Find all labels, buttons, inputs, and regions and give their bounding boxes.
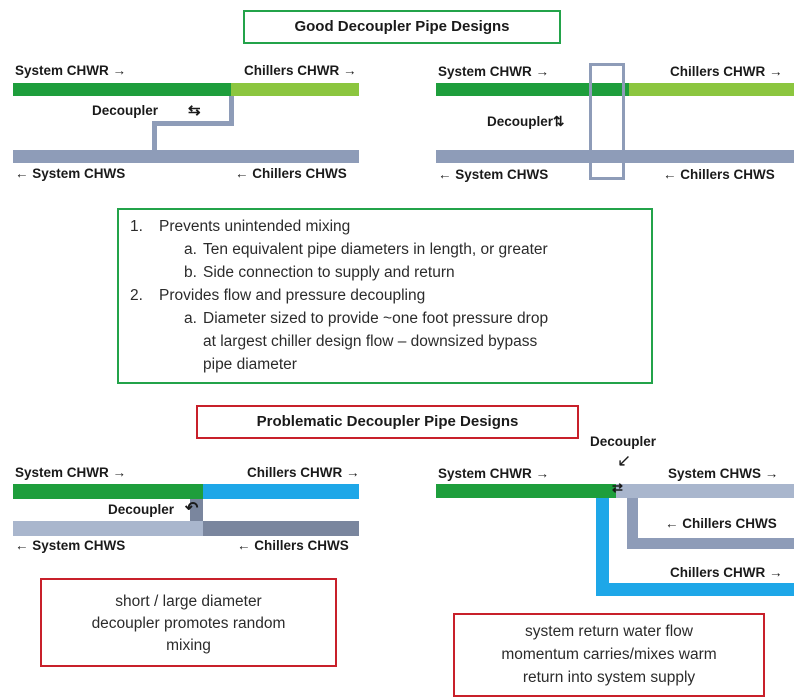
note-2a-line-1: Diameter sized to provide ~one foot pres…: [203, 310, 549, 327]
decoupler-label: Decoupler: [108, 502, 175, 517]
note-2a-line-3: pipe diameter: [203, 356, 297, 373]
bad-right-note-box: system return water flow momentum carrie…: [453, 613, 765, 697]
decoupler-label: Decoupler: [590, 434, 657, 449]
system-supply-pipe: [616, 484, 794, 498]
chiller-return-horizontal: [596, 583, 794, 596]
decoupler-pipe: [190, 499, 203, 521]
chiller-supply-vertical: [627, 498, 638, 549]
decoupler-pipe-horizontal: [152, 121, 234, 126]
chillers-chwr-label: Chillers CHWR →: [244, 63, 357, 78]
note-line-1: short / large diameter: [115, 593, 262, 610]
decoupler-loop: [589, 63, 625, 180]
chillers-chwr-label: Chillers CHWR →: [670, 565, 783, 580]
note-2-number: 2.: [130, 287, 143, 304]
system-chws-label: System CHWS →: [668, 466, 779, 481]
note-1: Prevents unintended mixing: [159, 218, 351, 235]
note-line-3: mixing: [166, 637, 211, 654]
supply-pipe: [436, 150, 794, 163]
chillers-chws-label: ← Chillers CHWS: [235, 166, 347, 181]
chiller-supply-horizontal: [627, 538, 794, 549]
decoupler-pipe-drop: [152, 121, 157, 151]
note-2: Provides flow and pressure decoupling: [159, 287, 426, 304]
chiller-return-pipe: [629, 83, 794, 96]
decoupler-flow-icon: ⇆: [188, 102, 201, 119]
system-chwr-label: System CHWR →: [438, 466, 550, 481]
system-return-pipe: [436, 484, 616, 498]
note-line-2: momentum carries/mixes warm: [501, 646, 717, 663]
good-notes-box: 1. Prevents unintended mixing a. Ten equ…: [117, 208, 653, 384]
note-1-number: 1.: [130, 218, 143, 235]
supply-pipe: [13, 150, 359, 163]
chiller-return-pipe: [203, 484, 359, 499]
chillers-chws-label: ← Chillers CHWS: [237, 538, 349, 553]
note-line-1: system return water flow: [525, 623, 693, 640]
system-return-pipe: [436, 83, 629, 96]
note-1b-letter: b.: [184, 264, 197, 281]
decoupler-flow-icon: ↶: [185, 500, 199, 517]
chiller-supply-pipe: [203, 521, 359, 536]
note-2a-line-2: at largest chiller design flow – downsiz…: [203, 333, 538, 350]
problematic-designs-title: Problematic Decoupler Pipe Designs: [196, 405, 579, 439]
system-return-pipe: [13, 83, 231, 96]
chillers-chwr-label: Chillers CHWR →: [247, 465, 360, 480]
system-chws-label: ← System CHWS: [15, 538, 126, 553]
system-chws-label: ← System CHWS: [438, 167, 549, 182]
note-1b: Side connection to supply and return: [203, 264, 455, 281]
bad-left-note-box: short / large diameter decoupler promote…: [40, 578, 337, 667]
system-chws-label: ← System CHWS: [15, 166, 126, 181]
system-chwr-label: System CHWR →: [15, 465, 127, 480]
decoupler-label: Decoupler: [92, 103, 159, 118]
note-1a: Ten equivalent pipe diameters in length,…: [203, 241, 548, 258]
system-supply-pipe: [13, 521, 203, 536]
decoupler-label: Decoupler⇅: [487, 114, 565, 129]
decoupler-pointer-icon: ↙: [617, 451, 632, 470]
chillers-chws-label: ← Chillers CHWS: [665, 516, 777, 531]
note-2a-letter: a.: [184, 310, 197, 327]
chiller-return-vertical: [596, 498, 609, 596]
note-line-2: decoupler promotes random: [91, 615, 286, 632]
chillers-chws-label: ← Chillers CHWS: [663, 167, 775, 182]
chiller-return-pipe: [231, 83, 359, 96]
decoupler-flow-icon: ⇄: [612, 480, 623, 495]
system-chwr-label: System CHWR →: [15, 63, 127, 78]
good-designs-title: Good Decoupler Pipe Designs: [243, 10, 561, 44]
decoupler-pipe-vertical: [229, 96, 234, 126]
note-1a-letter: a.: [184, 241, 197, 258]
system-return-pipe: [13, 484, 203, 499]
note-line-3: return into system supply: [522, 669, 696, 686]
system-chwr-label: System CHWR →: [438, 64, 550, 79]
chillers-chwr-label: Chillers CHWR →: [670, 64, 783, 79]
